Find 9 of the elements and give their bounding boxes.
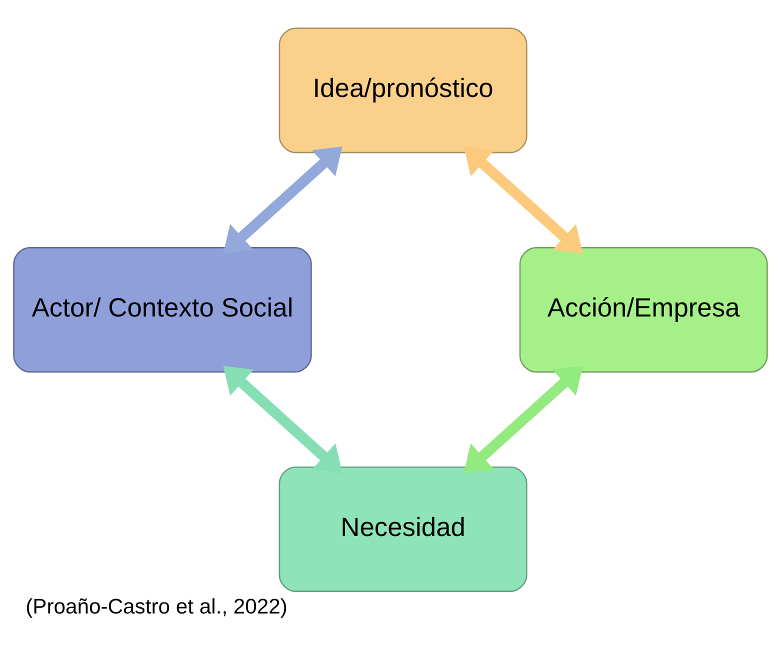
node-box: Necesidad [278, 466, 528, 592]
caption: (Proaño-Castro et al., 2022) [26, 596, 288, 619]
node-box: Actor/ Contexto Social [13, 247, 312, 373]
arrow [223, 366, 342, 474]
arrow [464, 366, 583, 474]
arrow [223, 146, 342, 254]
arrow [464, 146, 583, 254]
node-box: Acción/Empresa [519, 247, 768, 373]
node-box: Idea/pronóstico [278, 28, 528, 154]
